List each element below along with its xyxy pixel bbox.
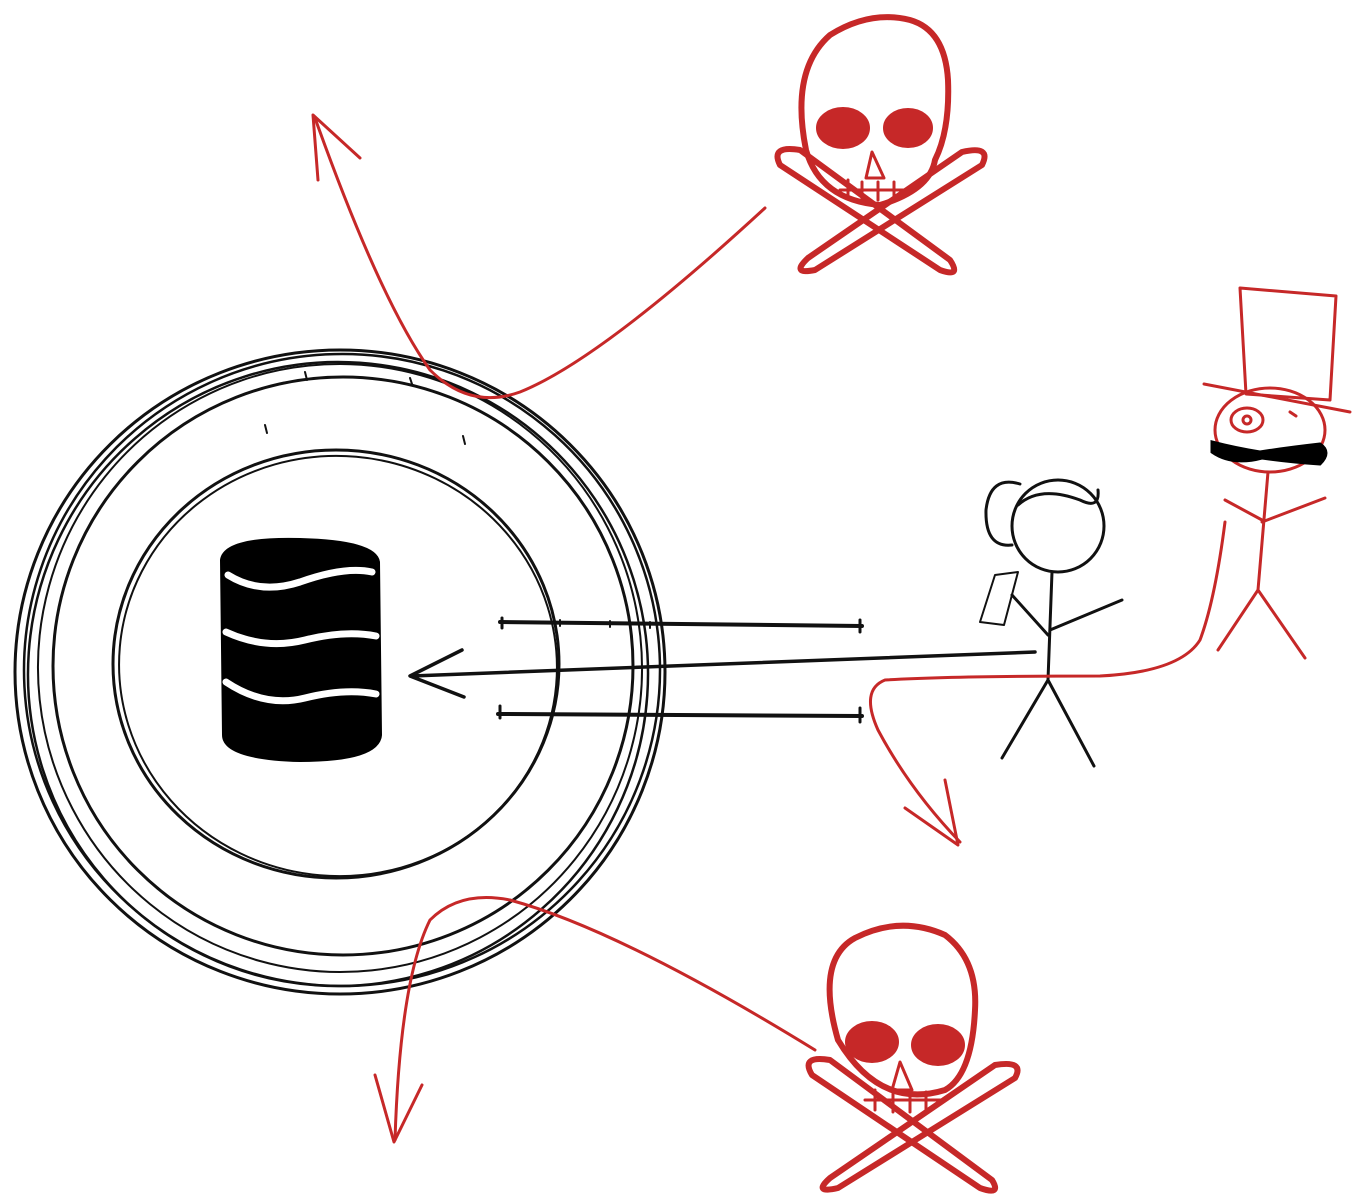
villain-figure xyxy=(1202,286,1352,660)
skull-top-attack-arrow xyxy=(311,113,767,400)
villain-attack-arrow xyxy=(868,520,1227,847)
fortress-rings xyxy=(13,348,667,996)
villain-mustache xyxy=(1210,440,1328,466)
skull-bottom-attack-arrow xyxy=(373,896,817,1144)
skull-bottom-icon xyxy=(805,922,1021,1194)
legit-user-figure xyxy=(979,478,1124,768)
request-arrow xyxy=(408,648,1037,699)
skull-top-icon xyxy=(774,14,988,276)
access-channel xyxy=(496,616,864,724)
database-icon xyxy=(220,537,382,762)
